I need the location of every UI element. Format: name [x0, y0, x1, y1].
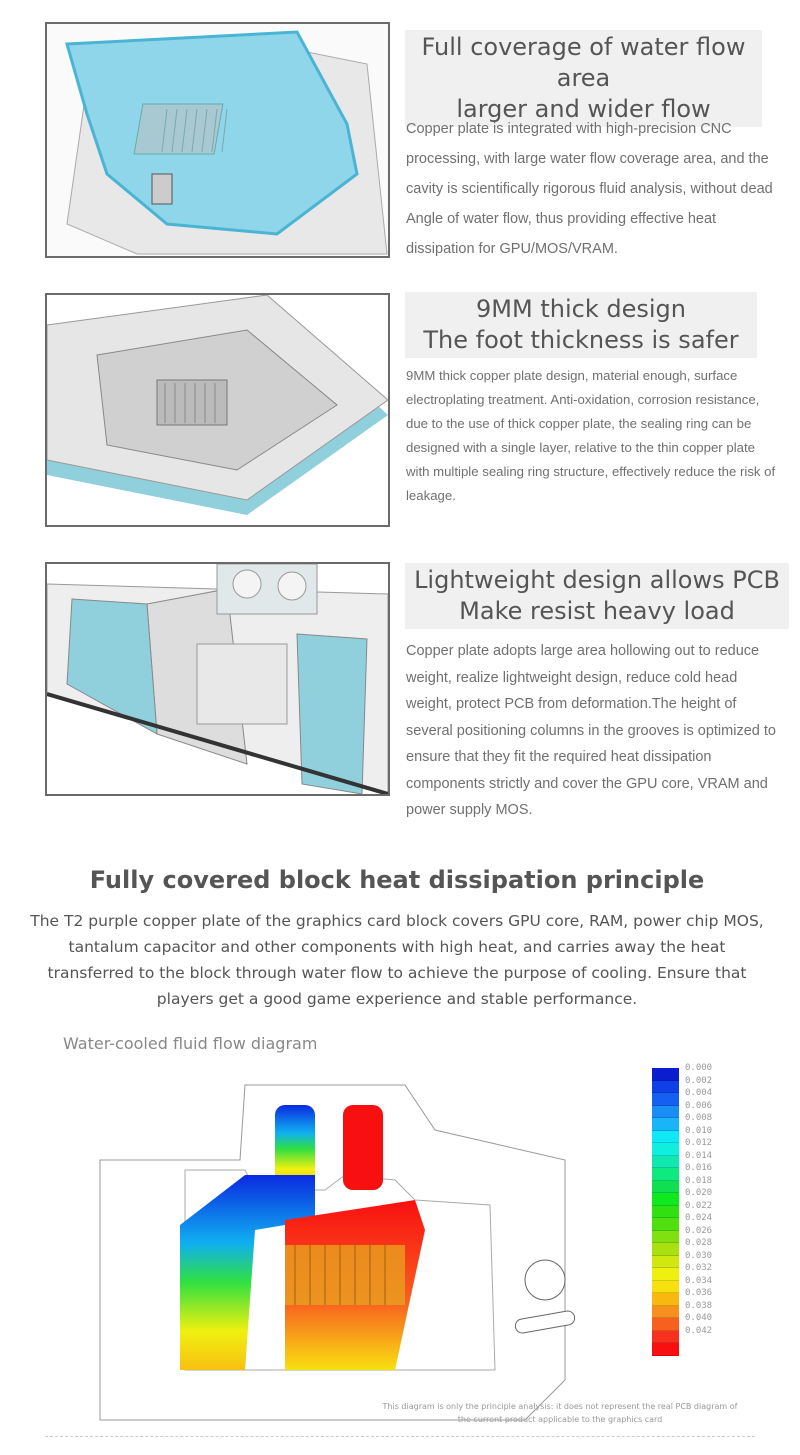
legend-value: 0.008 [685, 1113, 713, 1124]
legend-row: 0.010 [652, 1126, 712, 1143]
legend-value: 0.004 [685, 1088, 713, 1099]
legend-row: 0.018 [652, 1176, 712, 1193]
legend-row: 0.034 [652, 1276, 712, 1293]
legend-swatch [652, 1168, 679, 1181]
legend-row: 0.006 [652, 1101, 712, 1118]
legend-row: 0.032 [652, 1263, 712, 1281]
legend-value: 0.030 [685, 1250, 713, 1261]
feature-2-title-line-1: 9MM thick design [476, 295, 686, 323]
legend-swatch [652, 1143, 679, 1156]
legend-row: 0.020 [652, 1188, 712, 1206]
legend-swatch [652, 1318, 679, 1331]
legend-swatch [652, 1093, 679, 1106]
legend-swatch [652, 1268, 679, 1281]
legend-swatch [652, 1180, 679, 1193]
legend-value: 0.026 [685, 1225, 713, 1236]
feature-3-title-line-1: Lightweight design allows PCB [414, 566, 780, 594]
feature-3-description: Copper plate adopts large area hollowing… [406, 643, 776, 818]
legend-swatch [652, 1130, 679, 1143]
feature-1-description: Copper plate is integrated with high-pre… [406, 121, 773, 257]
legend-swatch [652, 1105, 679, 1118]
legend-value: 0.032 [685, 1263, 713, 1274]
legend-value: 0.010 [685, 1125, 713, 1136]
legend-value: 0.028 [685, 1238, 713, 1249]
legend-value: 0.022 [685, 1200, 713, 1211]
legend-row: 0.022 [652, 1201, 712, 1218]
legend-value: 0.040 [685, 1313, 713, 1324]
legend-row: 0.042 [652, 1326, 712, 1343]
legend-row: 0.002 [652, 1076, 712, 1093]
legend-swatch [652, 1305, 679, 1318]
legend-value: 0.020 [685, 1188, 713, 1199]
legend-value: 0.036 [685, 1288, 713, 1299]
legend-swatch [652, 1280, 679, 1293]
legend-swatch [652, 1243, 679, 1256]
legend-value: 0.014 [685, 1150, 713, 1161]
legend-swatch [652, 1293, 679, 1306]
feature-2-title: 9MM thick design The foot thickness is s… [405, 292, 757, 358]
legend-row: 0.040 [652, 1313, 712, 1331]
legend-value: 0.038 [685, 1300, 713, 1311]
legend-swatch [652, 1230, 679, 1243]
principle-title: Fully covered block heat dissipation pri… [89, 866, 705, 894]
legend-value: 0.002 [685, 1075, 713, 1086]
legend-swatch [652, 1255, 679, 1268]
legend-swatch [652, 1205, 679, 1218]
thick-design-image [45, 293, 390, 527]
lightweight-design-image [45, 562, 390, 796]
legend-swatch [652, 1118, 679, 1131]
feature-2-description: 9MM thick copper plate design, material … [406, 368, 776, 503]
legend-row: 0.016 [652, 1163, 712, 1181]
feature-1-title-line-1: Full coverage of water flow area [421, 33, 746, 92]
feature-1-title-line-2: larger and wider flow [456, 95, 711, 123]
principle-body: The T2 purple copper plate of the graphi… [30, 912, 764, 1008]
legend-swatch [652, 1218, 679, 1231]
feature-3-title-line-2: Make resist heavy load [459, 597, 735, 625]
legend-row: 0.038 [652, 1301, 712, 1318]
fluid-flow-diagram [99, 1084, 576, 1421]
legend-row: 0.026 [652, 1226, 712, 1243]
legend-row: 0.028 [652, 1238, 712, 1256]
diagram-disclaimer: This diagram is only the principle analy… [382, 1402, 738, 1424]
legend-row: 0.004 [652, 1088, 712, 1106]
legend-row: 0.024 [652, 1213, 712, 1231]
legend-value: 0.034 [685, 1275, 713, 1286]
legend-row [652, 1343, 712, 1356]
legend-row: 0.030 [652, 1251, 712, 1268]
legend-value: 0.042 [685, 1325, 713, 1336]
water-flow-area-image [45, 22, 390, 258]
legend-swatch [652, 1343, 679, 1356]
legend-value: 0.016 [685, 1163, 713, 1174]
legend-swatch [652, 1068, 679, 1081]
legend-swatch [652, 1193, 679, 1206]
divider [45, 1436, 755, 1437]
feature-3-title: Lightweight design allows PCB Make resis… [405, 563, 789, 629]
legend-value: 0.006 [685, 1100, 713, 1111]
legend-value: 0.018 [685, 1175, 713, 1186]
legend-swatch [652, 1080, 679, 1093]
legend-swatch [652, 1330, 679, 1343]
legend-value: 0.012 [685, 1138, 713, 1149]
legend-row: 0.014 [652, 1151, 712, 1168]
diagram-label: Water-cooled fluid flow diagram [63, 1034, 318, 1053]
legend-row: 0.000 [652, 1063, 712, 1081]
legend-row: 0.036 [652, 1288, 712, 1306]
legend-value: 0.000 [685, 1063, 713, 1074]
legend-value: 0.024 [685, 1213, 713, 1224]
feature-1-title: Full coverage of water flow area larger … [405, 30, 762, 127]
legend-row: 0.012 [652, 1138, 712, 1156]
feature-2-title-line-2: The foot thickness is safer [423, 326, 739, 354]
legend-swatch [652, 1155, 679, 1168]
legend-row: 0.008 [652, 1113, 712, 1131]
